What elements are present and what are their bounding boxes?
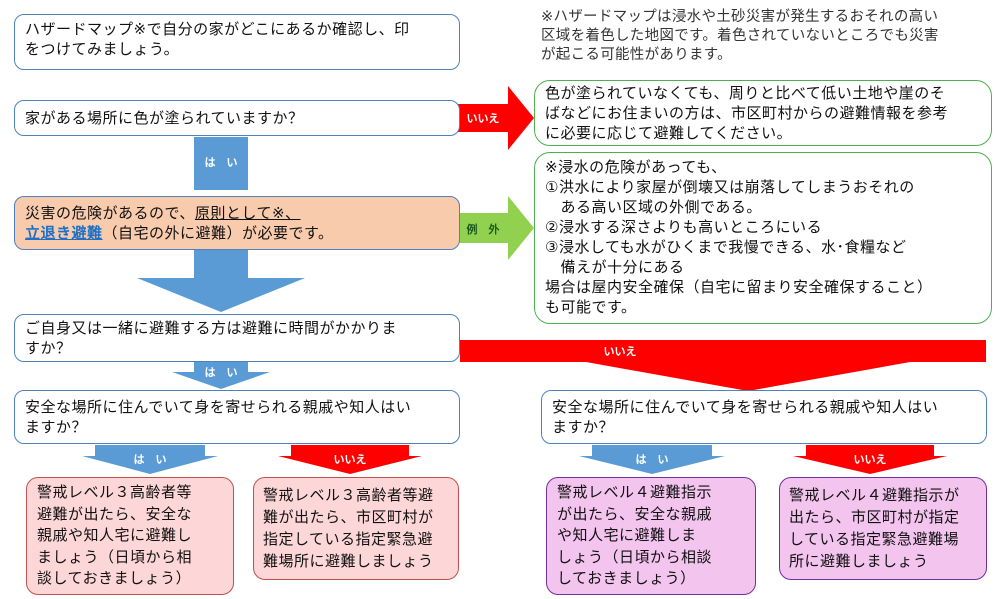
result4-line4: 所に避難しましょう [789,552,929,570]
no-label-q1: いいえ [466,112,500,125]
exception-line2: ①洪水により家屋が倒壊又は崩落してしまうおそれの [545,178,915,196]
result3-line3: や知人宅に避難しま [557,526,697,544]
exception-line7: 場合は屋内安全確保（自宅に留まり安全確保すること） [545,278,933,296]
exception-line6: 備えが十分にある [545,258,685,276]
question-relatives-left: 安全な場所に住んでいて身を寄せられる親戚や知人はい ますか？ [14,390,460,444]
q3-left-line2: ますか？ [25,418,88,436]
yes-arrow-left [82,445,218,474]
yes-label-right: は い [635,453,669,466]
evac-line1: 災害の危険があるので、原則として※、 [25,203,449,223]
result1-line1: 警戒レベル３高齢者等 [37,483,193,501]
exception-line3: ある高い区域の外側である。 [545,198,762,216]
exception-arrow [458,196,534,260]
result-level3-relatives: 警戒レベル３高齢者等 避難が出たら、安全な 親戚や知人宅に避難し ましょう（日頃… [26,477,234,595]
result1-line3: 親戚や知人宅に避難し [37,526,193,544]
result1-line2: 避難が出たら、安全な [37,504,193,523]
q1-text: 家がある場所に色が塗られていますか？ [25,109,304,127]
hazard-map-note: ※ハザードマップは浸水や土砂災害が発生するおそれの高い 区域を着色した地図です。… [541,8,991,65]
no-label-left: いいえ [333,453,367,466]
result3-line2: が出たら、安全な親戚 [557,504,713,523]
exception-line5: ③浸水しても水がひくまで我慢できる、水･食糧など [545,238,907,256]
result4-line2: 出たら、市区町村が指定 [789,508,960,526]
no-arrow-right [793,445,947,474]
no-label-right: いいえ [853,453,887,466]
question-evacuation-time: ご自身又は一緒に避難する方は避難に時間がかかりま すか？ [14,314,460,362]
no-label-q2: いいえ [603,345,637,358]
q3-right-line1: 安全な場所に住んでいて身を寄せられる親戚や知人はい [552,398,939,416]
exception-line4: ②浸水する深さよりも高いところにいる [545,218,823,236]
evac-line2-b: （自宅の外に避難）が必要です。 [102,224,334,242]
yes-arrow-right [579,445,725,474]
yes-label-left: は い [133,453,167,466]
intro-line1: ハザードマップ※で自分の家がどこにあるか確認し、印 [25,20,410,38]
q3-left-line1: 安全な場所に住んでいて身を寄せられる親戚や知人はい [25,398,412,416]
down-arrow-evac [137,249,305,312]
q2-line1: ご自身又は一緒に避難する方は避難に時間がかかりま [25,319,398,337]
exception-box: ※浸水の危険があっても、 ①洪水により家屋が倒壊又は崩落してしまうおそれの ある… [534,152,992,324]
intro-box: ハザードマップ※で自分の家がどこにあるか確認し、印 をつけてみましょう。 [14,14,460,70]
note-line3: が起こる可能性があります。 [541,47,732,63]
result3-line4: しょう（日頃から相談 [557,547,713,566]
result3-line1: 警戒レベル４避難指示 [557,483,713,501]
yes-arrow-q2 [172,360,270,389]
result4-line3: している指定緊急避難場 [789,530,960,548]
result2-line3: 指定している指定緊急避 [263,530,434,548]
result-level3-shelter: 警戒レベル３高齢者等避 難が出たら、市区町村が 指定している指定緊急避 難場所に… [253,477,459,580]
note-line1: ※ハザードマップは浸水や土砂災害が発生するおそれの高い [541,9,939,25]
evacuation-required-box: 災害の危険があるので、原則として※、 立退き避難（自宅の外に避難）が必要です。 [14,196,460,250]
result2-line4: 難場所に避難しましょう [263,552,434,570]
result2-line1: 警戒レベル３高齢者等避 [263,486,434,504]
result4-line1: 警戒レベル４避難指示が [789,486,960,504]
exception-line8: も可能です。 [545,298,637,316]
no-arrow-left [278,445,422,474]
exception-line1: ※浸水の危険があっても、 [545,158,727,176]
no-color-advice-box: 色が塗られていなくても、周りと比べて低い土地や崖のそ ばなどにお住まいの方は、市… [534,80,992,146]
no-color-line3: に必要に応じて避難してください。 [545,124,793,142]
result1-line4: ましょう（日頃から相 [37,547,193,566]
evac-line1-a: 災害の危険があるので、 [25,204,195,222]
no-color-line1: 色が塗られていなくても、周りと比べて低い土地や崖のそ [545,84,946,102]
no-arrow-q1 [458,86,534,150]
result-level4-relatives: 警戒レベル４避難指示 が出たら、安全な親戚 や知人宅に避難しま しょう（日頃から… [546,477,756,595]
result-level4-shelter: 警戒レベル４避難指示が 出たら、市区町村が指定 している指定緊急避難場 所に避難… [779,477,987,580]
result3-line5: しておきましょう） [557,569,696,587]
note-line2: 区域を着色した地図です。着色されていないところでも災害 [541,28,939,44]
exception-label: 例 外 [466,223,500,236]
no-arrow-q2 [460,340,986,391]
no-color-line2: ばなどにお住まいの方は、市区町村からの避難情報を参考 [545,104,949,122]
yes-label-q2: は い [204,366,238,379]
q2-line2: すか？ [25,339,72,357]
question-relatives-right: 安全な場所に住んでいて身を寄せられる親戚や知人はい ますか？ [541,390,987,444]
evac-principle: 原則として※、 [194,204,301,222]
question-colored-area: 家がある場所に色が塗られていますか？ [14,100,460,136]
yes-arrow-q1 [194,137,248,190]
result1-line5: 談しておきましょう） [37,569,192,587]
evac-line2: 立退き避難（自宅の外に避難）が必要です。 [25,223,449,243]
result2-line2: 難が出たら、市区町村が [263,508,434,526]
intro-line2: をつけてみましょう。 [25,40,180,58]
evac-keyword: 立退き避難 [25,224,103,242]
yes-label-q1: は い [204,156,238,169]
q3-right-line2: ますか？ [552,418,615,436]
